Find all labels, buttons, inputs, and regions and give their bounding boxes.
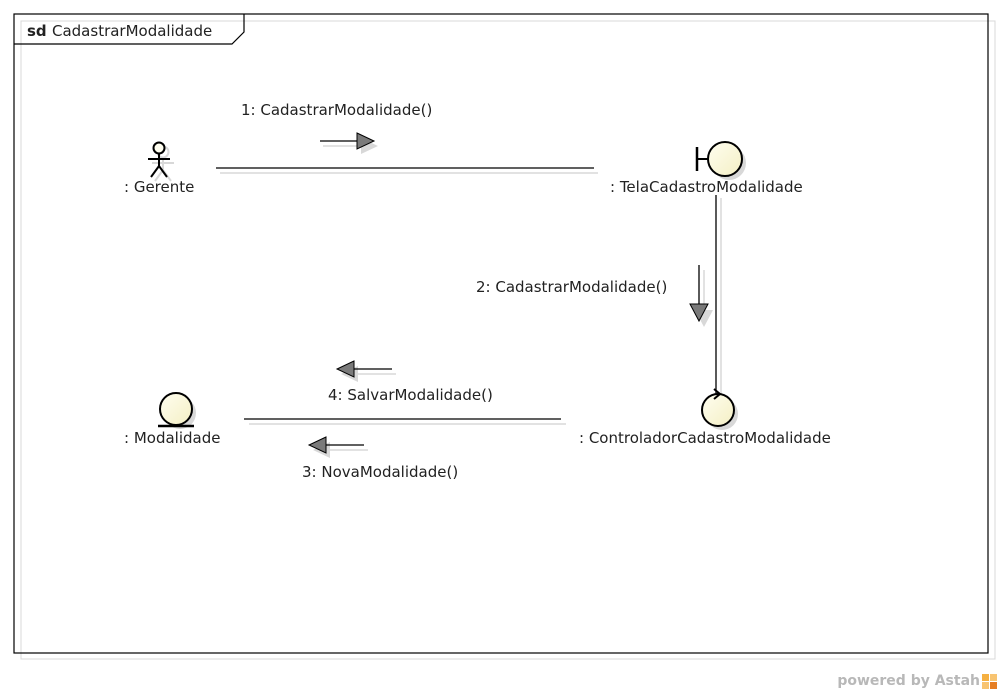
link-gerente-tela [216, 167, 598, 174]
message-3-label: 3: NovaModalidade() [302, 463, 458, 481]
control-icon[interactable] [701, 388, 738, 430]
participant-gerente-label: : Gerente [124, 178, 194, 196]
message-1-label: 1: CadastrarModalidade() [241, 101, 432, 119]
participant-modalidade-label: : Modalidade [124, 429, 220, 447]
message-1-arrow [320, 132, 378, 154]
frame-label-box [14, 14, 245, 45]
message-4-arrow [335, 360, 396, 382]
message-2-arrow [689, 265, 713, 327]
frame-keyword: sd [27, 22, 47, 40]
participant-controlador-label: : ControladorCadastroModalidade [579, 429, 831, 447]
footer-text: powered by Astah [837, 673, 980, 689]
boundary-icon[interactable] [695, 141, 746, 180]
participant-tela-label: : TelaCadastroModalidade [610, 178, 803, 196]
link-controlador-modalidade [244, 418, 566, 425]
astah-logo-icon [982, 673, 997, 689]
message-4-label: 4: SalvarModalidade() [328, 386, 493, 404]
link-tela-controlador [715, 195, 722, 400]
frame-border [13, 13, 989, 654]
frame-title: CadastrarModalidade [52, 22, 212, 40]
entity-icon[interactable] [158, 392, 196, 429]
powered-by-footer: powered by Astah [837, 673, 997, 689]
message-3-arrow [307, 436, 368, 458]
message-2-label: 2: CadastrarModalidade() [476, 278, 667, 296]
stick-figure-actor-icon[interactable] [148, 141, 174, 182]
